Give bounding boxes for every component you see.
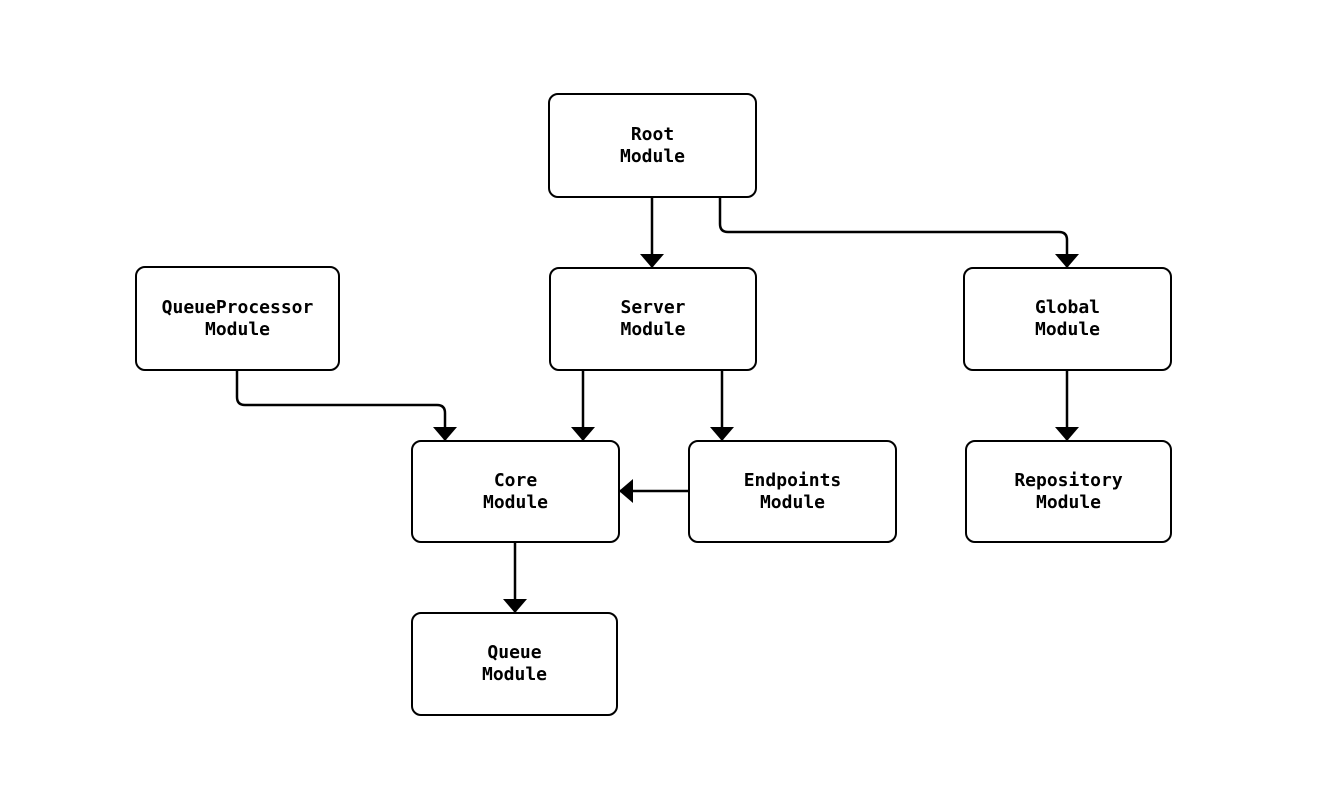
node-server-module: Server Module <box>549 267 757 371</box>
node-global-module: Global Module <box>963 267 1172 371</box>
node-queue-module: Queue Module <box>411 612 618 716</box>
node-endpoints-module: Endpoints Module <box>688 440 897 543</box>
node-queueprocessor-module: QueueProcessor Module <box>135 266 340 371</box>
edge-queueprocessor-to-core <box>235 371 457 441</box>
edge-root-to-global <box>718 198 1079 268</box>
node-root-module: Root Module <box>548 93 757 198</box>
node-repository-module: Repository Module <box>965 440 1172 543</box>
node-core-module: Core Module <box>411 440 620 543</box>
